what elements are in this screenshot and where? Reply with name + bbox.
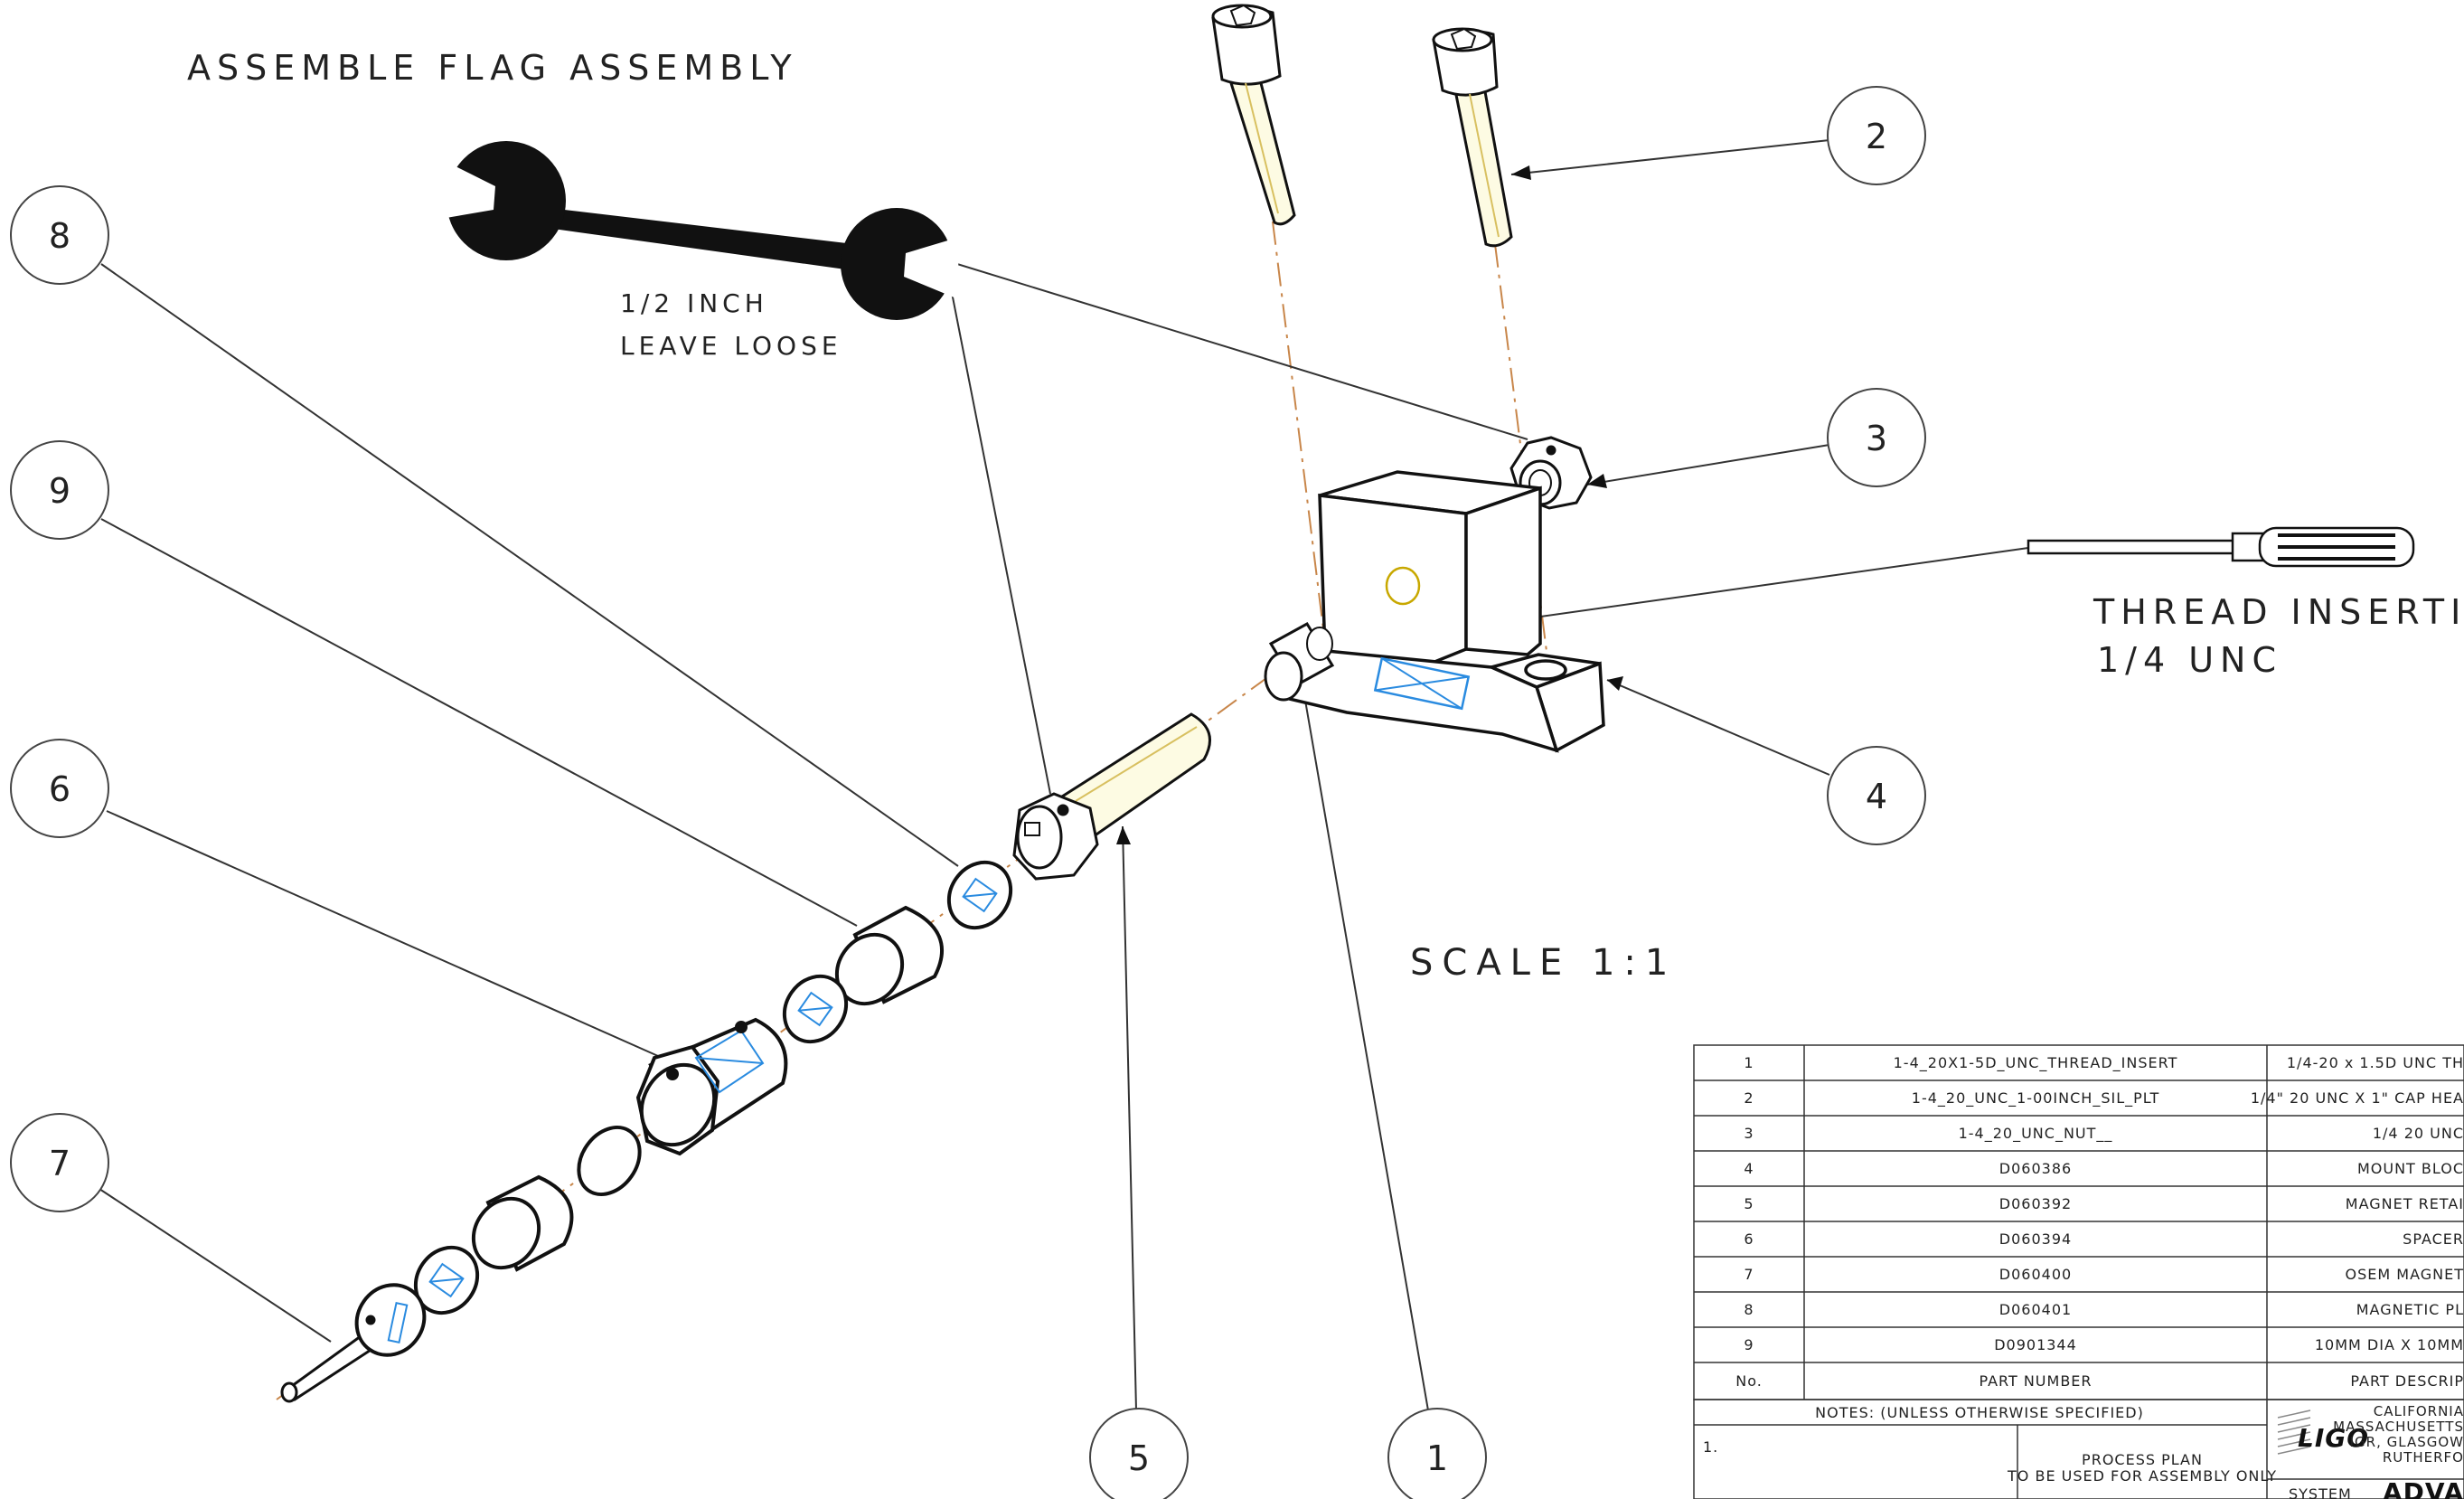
bom-header-description: PART DESCRIP (2350, 1372, 2464, 1390)
bom-row: 7 D060400 OSEM MAGNET (1744, 1266, 2464, 1283)
bom-header-part-number: PART NUMBER (1979, 1372, 2092, 1390)
bom-description: 1/4-20 x 1.5D UNC TH (2287, 1054, 2464, 1071)
bom-row: 5 D060392 MAGNET RETAI (1744, 1195, 2464, 1212)
spacer-cylinder-lower (471, 1174, 574, 1272)
balloon-4: 4 (1827, 746, 1926, 845)
balloon-8-label: 8 (49, 216, 71, 256)
bom-part-number: D060394 (1999, 1230, 2072, 1248)
bom-row: 4 D060386 MOUNT BLOC (1744, 1160, 2464, 1177)
balloon-3-label: 3 (1866, 419, 1887, 458)
bom-no: 2 (1744, 1089, 1754, 1107)
balloon-6: 6 (10, 739, 109, 838)
bom-description: 10MM DIA X 10MM (2315, 1336, 2464, 1353)
institution-rutherford: RUTHERFO (2383, 1449, 2464, 1466)
bom-no: 9 (1744, 1336, 1754, 1353)
bom-no: 1 (1744, 1054, 1754, 1071)
balloon-1-label: 1 (1426, 1438, 1448, 1478)
bom-part-number: D060401 (1999, 1301, 2072, 1318)
balloon-2: 2 (1827, 86, 1926, 185)
balloon-7: 7 (10, 1113, 109, 1212)
institution-glasgow: IGR, GLASGOW (2350, 1434, 2464, 1450)
bom-description: 1/4 20 UNC (2373, 1125, 2464, 1142)
thread-tool-size-note: 1/4 UNC (2097, 640, 2282, 680)
bom-no: 4 (1744, 1160, 1754, 1177)
system-value: ADVANC (2383, 1477, 2464, 1499)
institution-california: CALIFORNIA (2374, 1403, 2464, 1419)
wrench-size-note: 1/2 INCH (620, 288, 768, 318)
wrench-leave-loose-note: LEAVE LOOSE (620, 331, 842, 361)
balloon-5: 5 (1089, 1408, 1189, 1499)
bom-part-number: 1-4_20_UNC_1-00INCH_SIL_PLT (1912, 1089, 2159, 1108)
institution-massachusetts: MASSACHUSETTS (2333, 1419, 2464, 1435)
osem-magnet (280, 1283, 427, 1403)
balloon-1: 1 (1387, 1408, 1487, 1499)
bom-part-number: D060386 (1999, 1160, 2072, 1177)
bom-row: 9 D0901344 10MM DIA X 10MM (1744, 1336, 2464, 1353)
magnetic-plate-lower (413, 1245, 480, 1315)
bom-rows: 1 1-4_20X1-5D_UNC_THREAD_INSERT 1/4-20 x… (1735, 1054, 2464, 1390)
balloon-8: 8 (10, 185, 109, 285)
bom-description: MOUNT BLOC (2357, 1160, 2464, 1177)
spacer-cylinder-upper (834, 905, 944, 1006)
scale-label: SCALE 1:1 (1410, 942, 1677, 984)
leader-lines (99, 139, 2029, 1411)
balloon-5-label: 5 (1128, 1438, 1150, 1478)
bom-no: 3 (1744, 1125, 1754, 1142)
bom-no: 6 (1744, 1230, 1754, 1248)
bom-part-number: D060400 (1999, 1266, 2072, 1283)
balloon-3: 3 (1827, 388, 1926, 487)
system-label: SYSTEM (2289, 1485, 2352, 1499)
balloon-6-label: 6 (49, 769, 71, 809)
thread-insert (1264, 621, 1335, 702)
bom-header-no: No. (1735, 1372, 1763, 1390)
bom-row: 6 D060394 SPACER (1744, 1230, 2464, 1248)
cap-screw-left (1211, 4, 1296, 226)
bom-no: 5 (1744, 1195, 1754, 1212)
bom-part-number: 1-4_20_UNC_NUT__ (1959, 1125, 2113, 1143)
ligo-logo-text: LIGO (2298, 1423, 2369, 1453)
mount-block (1280, 470, 1605, 753)
magnet-retainer (1012, 712, 1211, 881)
thread-insertion-tool-icon (2027, 526, 2415, 568)
process-plan-title: PROCESS PLAN (2082, 1451, 2203, 1468)
bom-description: MAGNET RETAI (2346, 1195, 2464, 1212)
bom-part-number: D0901344 (1994, 1336, 2077, 1353)
magnetic-plate-upper (946, 860, 1013, 930)
thread-tool-note: THREAD INSERTION TOOL (2093, 592, 2464, 632)
bom-header-row: No. PART NUMBER PART DESCRIP (1735, 1372, 2464, 1390)
bom-no: 8 (1744, 1301, 1754, 1318)
drawing-title: ASSEMBLE FLAG ASSEMBLY (187, 48, 798, 88)
bom-part-number: D060392 (1999, 1195, 2072, 1212)
magnetic-plate-middle (782, 974, 849, 1044)
bom-row: 1 1-4_20X1-5D_UNC_THREAD_INSERT 1/4-20 x… (1744, 1054, 2464, 1072)
note-item-1: 1. (1703, 1438, 1718, 1456)
ligo-logo-icon: LIGO (2277, 1409, 2369, 1455)
balloon-7-label: 7 (49, 1144, 71, 1183)
balloon-2-label: 2 (1866, 117, 1887, 156)
balloon-4-label: 4 (1866, 777, 1887, 816)
title-block-frame (1693, 1399, 2464, 1499)
bom-description: OSEM MAGNET (2346, 1266, 2464, 1283)
process-plan-subtitle: TO BE USED FOR ASSEMBLY ONLY (2007, 1467, 2277, 1485)
centerlines (276, 221, 1552, 1400)
open-end-wrench-icon (430, 141, 960, 320)
ring-lower (577, 1125, 642, 1197)
spacer-hex-body (635, 1017, 788, 1156)
bom-row: 8 D060401 MAGNETIC PL (1744, 1301, 2464, 1318)
bom-no: 7 (1744, 1266, 1754, 1283)
balloon-9: 9 (10, 440, 109, 540)
notes-header: NOTES: (UNLESS OTHERWISE SPECIFIED) (1815, 1404, 2144, 1421)
bom-description: 1/4" 20 UNC X 1" CAP HEA (2251, 1089, 2464, 1107)
cap-screw-right (1432, 27, 1513, 248)
bom-description: MAGNETIC PL (2356, 1301, 2464, 1318)
bom-description: SPACER (2403, 1230, 2464, 1248)
bom-part-number: 1-4_20X1-5D_UNC_THREAD_INSERT (1894, 1054, 2178, 1072)
bom-row: 3 1-4_20_UNC_NUT__ 1/4 20 UNC (1744, 1125, 2464, 1143)
bom-table (1693, 1044, 2464, 1400)
bom-row: 2 1-4_20_UNC_1-00INCH_SIL_PLT 1/4" 20 UN… (1744, 1089, 2464, 1108)
balloon-9-label: 9 (49, 471, 71, 511)
